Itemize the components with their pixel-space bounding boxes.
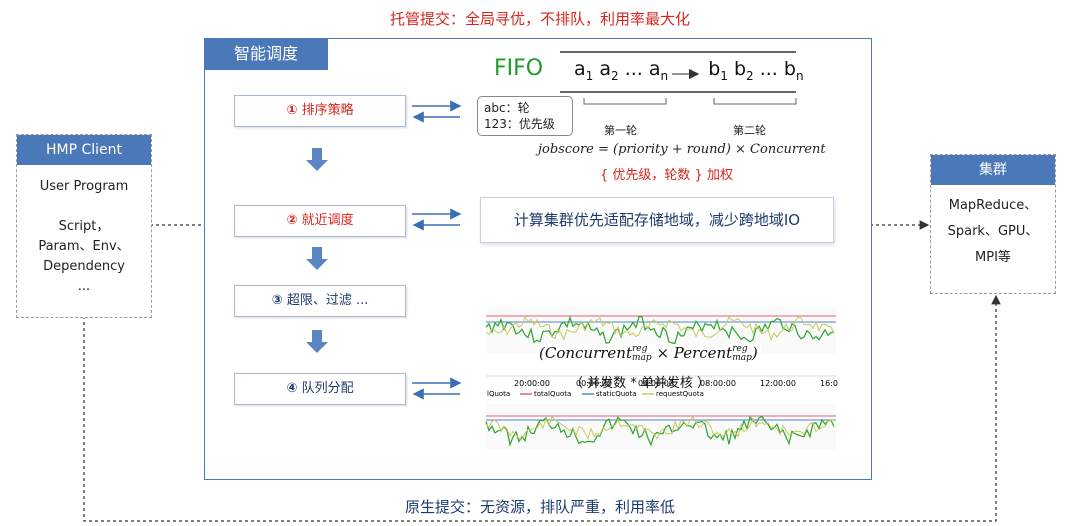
cluster-box: 集群 MapReduce、 Spark、GPU、 MPI等: [930, 154, 1056, 294]
client-line: Dependency: [43, 259, 125, 274]
notation-legend: abc：轮 123：优先级: [477, 96, 573, 136]
double-arrow: [412, 100, 462, 123]
tick-label: 16:0: [820, 379, 838, 388]
top-title: 托管提交：全局寻优，不排队，利用率最大化: [389, 10, 690, 28]
tick-label: 00:00:00: [576, 379, 612, 388]
fifo-sequence: a1 a2 ... an b1 b2 ... bn: [574, 58, 804, 83]
legend-label: totalQuota: [534, 390, 571, 398]
down-arrow: [306, 247, 328, 270]
step-queue-allocation: ④ 队列分配: [234, 373, 406, 405]
cluster-line: MapReduce、: [948, 198, 1038, 213]
cluster-header: 集群: [931, 155, 1055, 185]
jobscore-formula: jobscore = (priority + round) × Concurre…: [538, 142, 826, 157]
usage-series-top: [485, 315, 835, 345]
client-line: Script，: [58, 219, 110, 234]
double-arrow: [412, 208, 462, 231]
client-line: Param、Env、: [38, 239, 130, 254]
tick-label: 08:00:00: [700, 379, 736, 388]
down-arrow: [306, 148, 328, 171]
tick-label: 04:00:00: [638, 379, 674, 388]
fifo-label: FIFO: [494, 56, 544, 81]
legend-line: abc：轮: [484, 101, 530, 115]
round-one-label: 第一轮: [604, 124, 637, 137]
locality-description-box: 计算集群优先适配存储地域，减少跨地域IO: [480, 197, 834, 243]
request-series-bottom: [485, 415, 835, 440]
native-submit-arrow: [83, 294, 1001, 522]
request-series-top: [485, 315, 835, 342]
step-limit-filter: ③ 超限、过滤 ...: [234, 285, 406, 317]
double-arrow: [412, 377, 462, 400]
cluster-line: Spark、GPU、: [947, 224, 1039, 239]
tick-label: 20:00:00: [514, 379, 550, 388]
legend-line: 123：优先级: [484, 117, 555, 131]
legend-label: requestQuota: [656, 390, 704, 398]
hmp-client-header: HMP Client: [17, 135, 151, 165]
cluster-line: MPI等: [975, 250, 1011, 265]
weight-text: { 优先级，轮数 } 加权: [600, 168, 733, 183]
legend-label: lQuota: [487, 390, 510, 398]
legend-label: staticQuota: [596, 390, 636, 398]
client-line: User Program: [39, 179, 129, 194]
down-arrow: [306, 330, 328, 353]
quota-formula-subtitle: （ 并发数 * 单并发核 ）: [570, 376, 711, 391]
bottom-title: 原生提交：无资源，排队严重，利用率低: [404, 498, 675, 516]
smart-scheduler-header: 智能调度: [204, 38, 328, 70]
tick-label: 12:00:00: [760, 379, 796, 388]
step-nearby-scheduling: ② 就近调度: [234, 205, 406, 237]
step-sort-strategy: ① 排序策略: [234, 95, 406, 127]
round-two-label: 第二轮: [733, 124, 766, 137]
client-line: ...: [77, 279, 91, 294]
hmp-client-box: HMP Client User Program Script， Param、En…: [16, 134, 152, 318]
